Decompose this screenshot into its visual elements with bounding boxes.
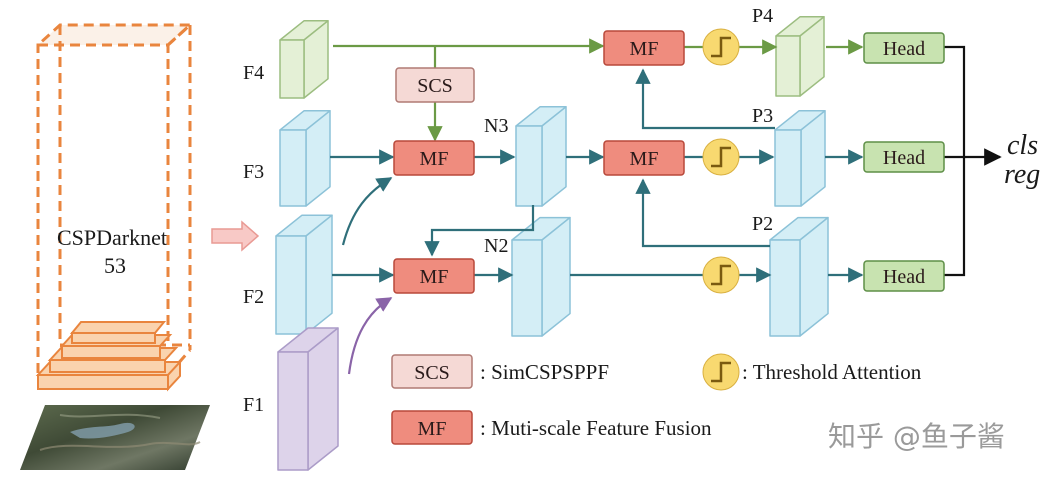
backbone-name-line2: 53 — [104, 253, 126, 278]
legend-mf-desc: : Muti-scale Feature Fusion — [480, 416, 712, 440]
backbone-to-neck-arrow — [211, 220, 260, 252]
feature-map-f4 — [279, 20, 329, 99]
head-block-bottom: Head — [863, 260, 945, 292]
mf-block-top-label: MF — [630, 38, 659, 60]
head-block-top-label: Head — [883, 38, 925, 60]
mf-block-f2-label: MF — [420, 266, 449, 288]
node-label-p3: P3 — [752, 105, 773, 127]
feature-map-p2 — [769, 216, 829, 337]
head-block-mid: Head — [863, 141, 945, 173]
mf-block-top: MF — [603, 30, 685, 66]
backbone: CSPDarknet 53 — [20, 23, 210, 470]
feature-map-f3 — [279, 110, 331, 207]
mf-block-f2: MF — [393, 258, 475, 294]
satellite-input-image — [20, 405, 210, 470]
head-block-mid-label: Head — [883, 147, 925, 169]
scs-block-label: SCS — [417, 75, 453, 97]
scs-block: SCS — [395, 67, 475, 103]
mf-block-mid-label: MF — [630, 148, 659, 170]
head-block-bottom-label: Head — [883, 266, 925, 288]
mf-block-f3-label: MF — [420, 148, 449, 170]
threshold-attention-top — [702, 28, 740, 66]
input-label-f3: F3 — [243, 161, 264, 183]
backbone-name-line1: CSPDarknet — [57, 225, 167, 250]
legend-scs-desc: : SimCSPSPPF — [480, 360, 609, 384]
threshold-attention-mid — [702, 138, 740, 176]
step-function-icon — [711, 146, 731, 168]
connections — [330, 38, 1002, 375]
threshold-attention-bottom — [702, 256, 740, 294]
legend-scs-key: SCS — [414, 362, 450, 384]
input-label-f4: F4 — [243, 62, 264, 84]
feature-map-f1 — [277, 327, 339, 471]
legend-ta-desc: : Threshold Attention — [742, 360, 922, 384]
node-label-p2: P2 — [752, 213, 773, 235]
input-label-f2: F2 — [243, 286, 264, 308]
feature-map-n3 — [515, 106, 567, 207]
mf-block-f3: MF — [393, 140, 475, 176]
step-function-icon — [711, 361, 731, 383]
node-label-p4: P4 — [752, 5, 773, 27]
output-reg: reg — [1004, 159, 1040, 190]
mf-block-mid: MF — [603, 140, 685, 176]
feature-map-p4 — [775, 16, 825, 97]
legend-mf-key: MF — [418, 418, 447, 440]
output-cls: cls — [1007, 130, 1038, 161]
node-label-n2: N2 — [484, 235, 508, 257]
feature-map-p3 — [774, 110, 826, 207]
feature-map-n2 — [511, 216, 571, 337]
legend: SCS : SimCSPSPPF : Threshold Attention M… — [391, 353, 922, 445]
watermark: 知乎 @鱼子酱 — [828, 420, 1005, 453]
head-block-top: Head — [863, 32, 945, 64]
node-label-n3: N3 — [484, 115, 508, 137]
input-label-f1: F1 — [243, 394, 264, 416]
feature-map-f2 — [275, 214, 333, 335]
step-function-icon — [711, 264, 731, 286]
step-function-icon — [711, 36, 731, 58]
